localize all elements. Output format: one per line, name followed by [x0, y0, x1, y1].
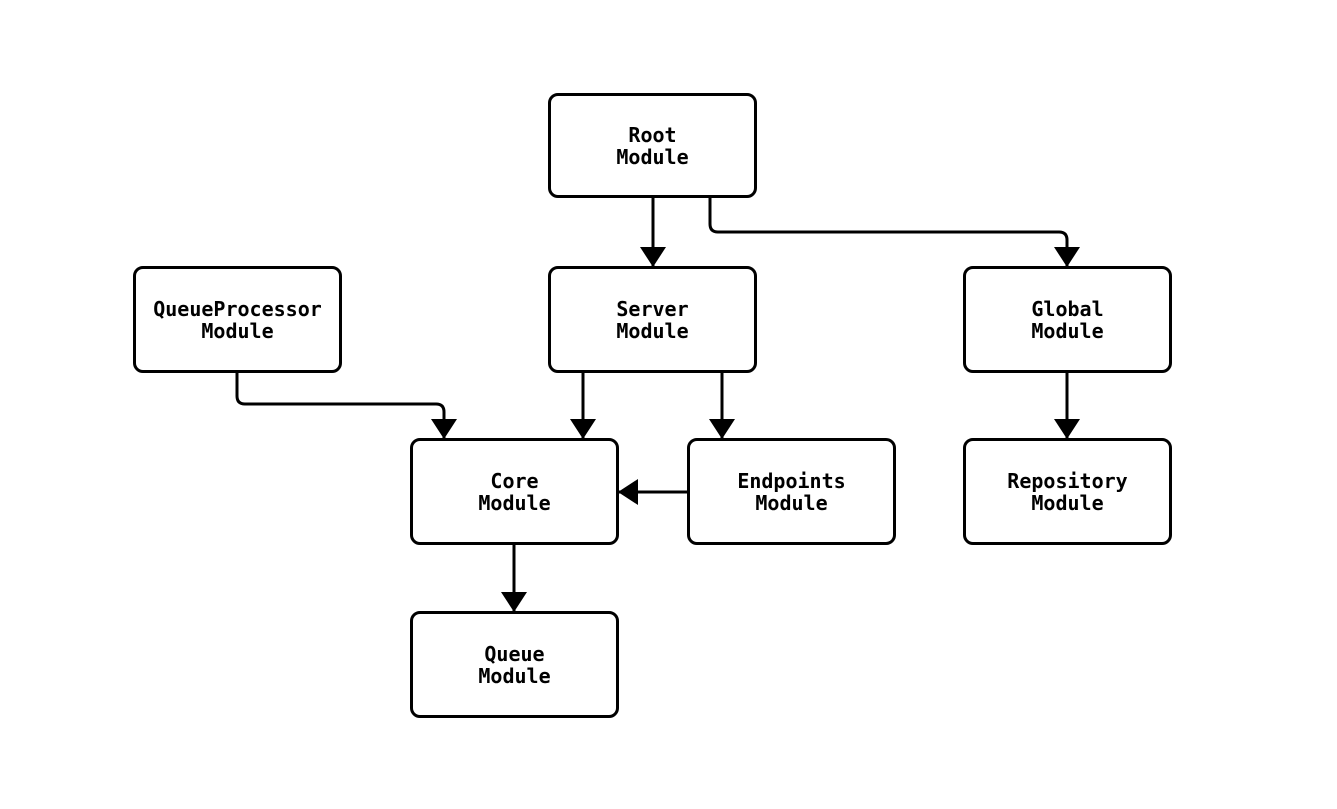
node-label: Queue Module [478, 641, 551, 688]
edge-root-global [708, 198, 1080, 267]
edge-queueprocessor-core [235, 373, 457, 439]
node-repository-module: Repository Module [963, 438, 1172, 545]
node-label: Server Module [616, 296, 689, 343]
node-label: QueueProcessor Module [153, 296, 322, 343]
node-endpoints-module: Endpoints Module [687, 438, 896, 545]
node-server-module: Server Module [548, 266, 757, 373]
node-label: Root Module [616, 122, 689, 169]
node-label: Endpoints Module [737, 468, 846, 515]
node-label: Global Module [1031, 296, 1104, 343]
node-core-module: Core Module [410, 438, 619, 545]
node-label: Core Module [478, 468, 551, 515]
node-global-module: Global Module [963, 266, 1172, 373]
node-root-module: Root Module [548, 93, 757, 198]
node-queueprocessor-module: QueueProcessor Module [133, 266, 342, 373]
node-label: Repository Module [1007, 468, 1128, 515]
node-queue-module: Queue Module [410, 611, 619, 718]
